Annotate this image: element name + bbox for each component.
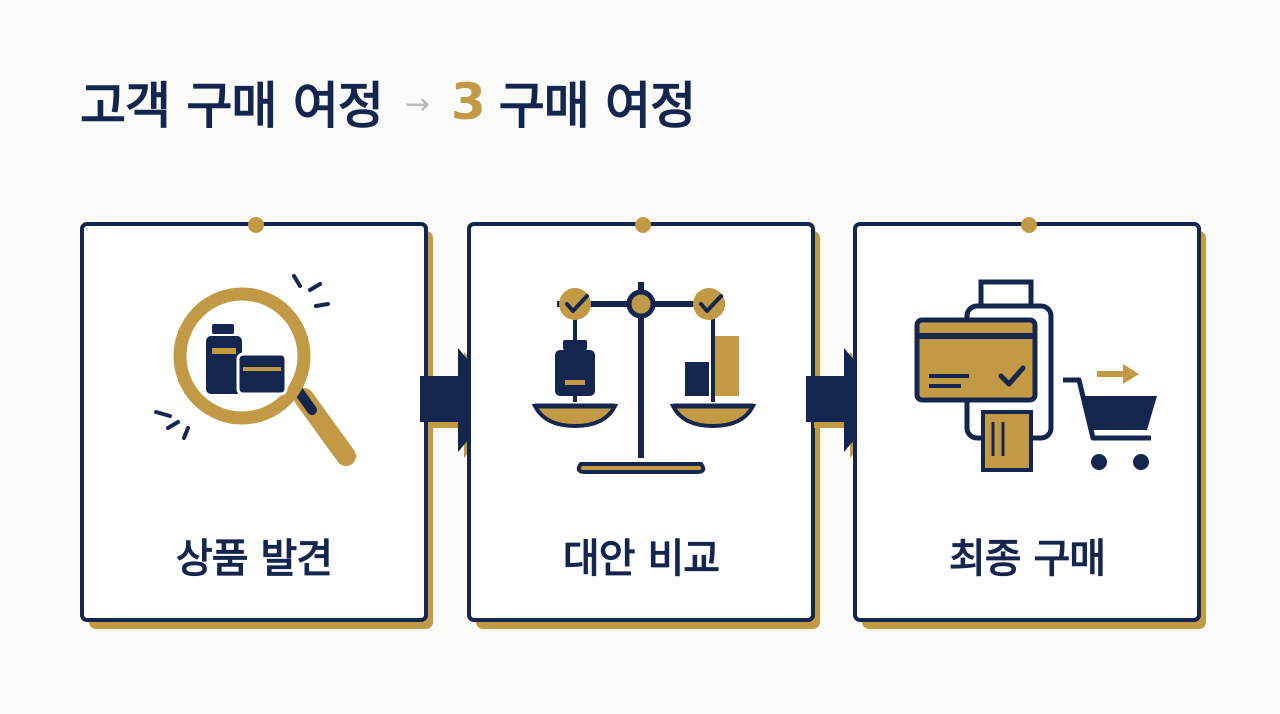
step-card-compare: 대안 비교 [467,217,820,629]
title-arrow-icon: → [404,86,430,122]
magnifier-with-products-icon [154,274,356,466]
balance-scale-icon [531,282,757,474]
card-pin [1021,217,1037,233]
step-label: 대안 비교 [562,536,720,582]
card-body: 최종 구매 [853,217,1201,622]
title-suffix: 구매 여정 [498,77,696,135]
step-card-discover: 상품 발견 [80,217,433,629]
step-label: 최종 구매 [948,536,1106,582]
card-body: 상품 발견 [80,217,428,622]
card-pin [248,217,264,233]
step-card-purchase: 최종 구매 [853,217,1206,629]
title-main: 고객 구매 여정 [80,77,384,135]
card-body: 대안 비교 [467,217,815,622]
title-number: 3 [450,73,486,131]
card-pin [635,217,651,233]
page-title: 고객 구매 여정 → 3 구매 여정 [80,66,696,138]
card-payment-and-cart-icon [914,279,1157,472]
step-label: 상품 발견 [175,536,333,582]
